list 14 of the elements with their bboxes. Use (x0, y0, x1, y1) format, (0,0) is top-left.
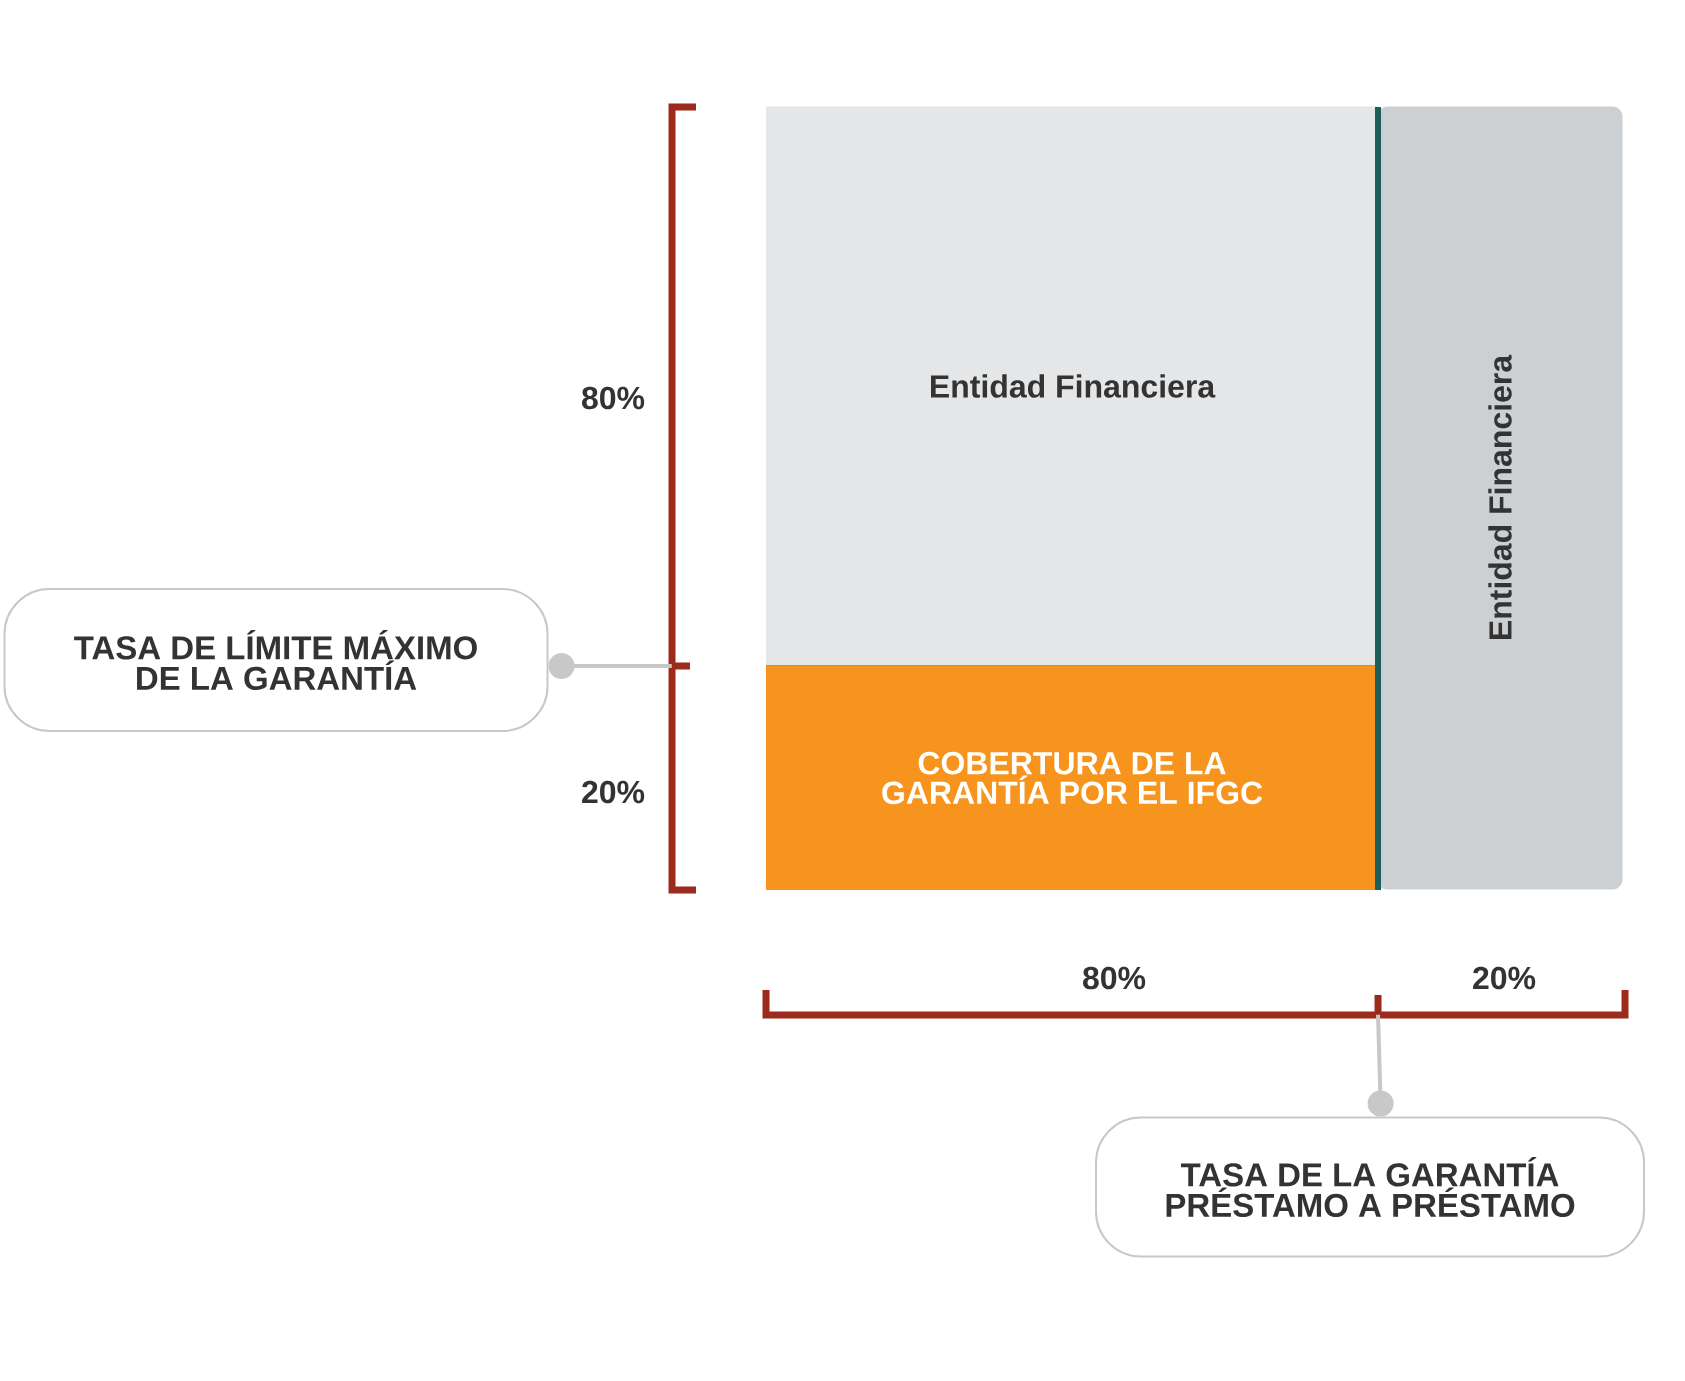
financial-entity-region (766, 106, 1378, 666)
node-label: Entidad Financiera (931, 374, 1216, 398)
callout-box (1095, 1116, 1645, 1258)
node-label: COBERTURA DE LA GARANTÍA POR EL IFGC (882, 751, 1263, 805)
leader-line (548, 653, 672, 679)
guarantee-coverage-region (766, 666, 1378, 890)
percentage-label: 80% (1083, 966, 1146, 990)
percentage-label: 20% (582, 780, 645, 804)
leader-line (1367, 1014, 1394, 1117)
node-label: TASA DE LÍMITE MÁXIMO DE LA GARANTÍA (74, 629, 477, 691)
node-label: TASA DE LA GARANTÍA PRÉSTAMO A PRÉSTAMO (1166, 1156, 1575, 1218)
percentage-label: 20% (1473, 966, 1536, 990)
callout-box (3, 588, 549, 732)
node-label: Entidad Financiera (1488, 354, 1512, 640)
